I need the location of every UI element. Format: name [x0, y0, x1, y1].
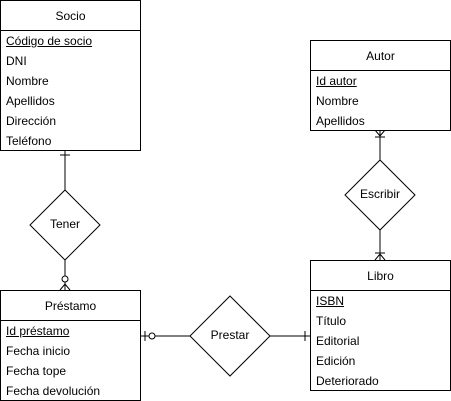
entity-prestamo-title: Préstamo — [1, 291, 140, 321]
attribute-editorial: Editorial — [316, 334, 360, 348]
relationship-escribir-shape — [344, 159, 416, 231]
marker-autor-many — [374, 129, 386, 137]
attribute-nombre: Nombre — [316, 94, 359, 108]
marker-prestamo-zero-side — [148, 332, 156, 340]
marker-prestamo-many — [59, 283, 71, 291]
relationship-tener-shape — [29, 189, 101, 261]
attribute-titulo: Título — [316, 314, 347, 328]
relationship-escribir-label: Escribir — [359, 187, 400, 201]
attribute-id-prestamo: Id préstamo — [6, 324, 70, 338]
relationship-prestar-label: Prestar — [210, 328, 250, 342]
attribute-fecha-tope: Fecha tope — [6, 364, 67, 378]
attribute-apellidos: Apellidos — [316, 114, 365, 128]
entity-socio[interactable]: Socio Código de socio DNI Nombre Apellid… — [0, 0, 141, 151]
marker-prestamo-zero — [61, 275, 69, 283]
attribute-apellidos: Apellidos — [6, 94, 55, 108]
attribute-id-autor: Id autor — [316, 74, 357, 88]
attribute-telefono: Teléfono — [6, 134, 52, 148]
attribute-nombre: Nombre — [6, 74, 49, 88]
attribute-isbn: ISBN — [316, 294, 345, 308]
entity-libro-title: Libro — [311, 261, 450, 291]
attribute-codigo-socio: Código de socio — [6, 34, 93, 48]
attribute-fecha-devolucion: Fecha devolución — [6, 384, 101, 398]
entity-autor-title: Autor — [311, 41, 450, 71]
attribute-fecha-inicio: Fecha inicio — [6, 344, 71, 358]
attribute-deteriorado: Deteriorado — [316, 374, 379, 388]
entity-prestamo[interactable]: Préstamo Id préstamo Fecha inicio Fecha … — [0, 290, 141, 401]
entity-autor[interactable]: Autor Id autor Nombre Apellidos — [310, 40, 451, 131]
entity-socio-title: Socio — [1, 1, 140, 31]
entity-libro[interactable]: Libro ISBN Título Editorial Edición Dete… — [310, 260, 451, 391]
attribute-direccion: Dirección — [6, 114, 57, 128]
attribute-edicion: Edición — [316, 354, 356, 368]
relationship-prestar-shape — [189, 295, 271, 377]
relationship-tener-label: Tener — [49, 217, 81, 231]
attribute-dni: DNI — [6, 54, 27, 68]
marker-libro-many — [374, 253, 386, 261]
